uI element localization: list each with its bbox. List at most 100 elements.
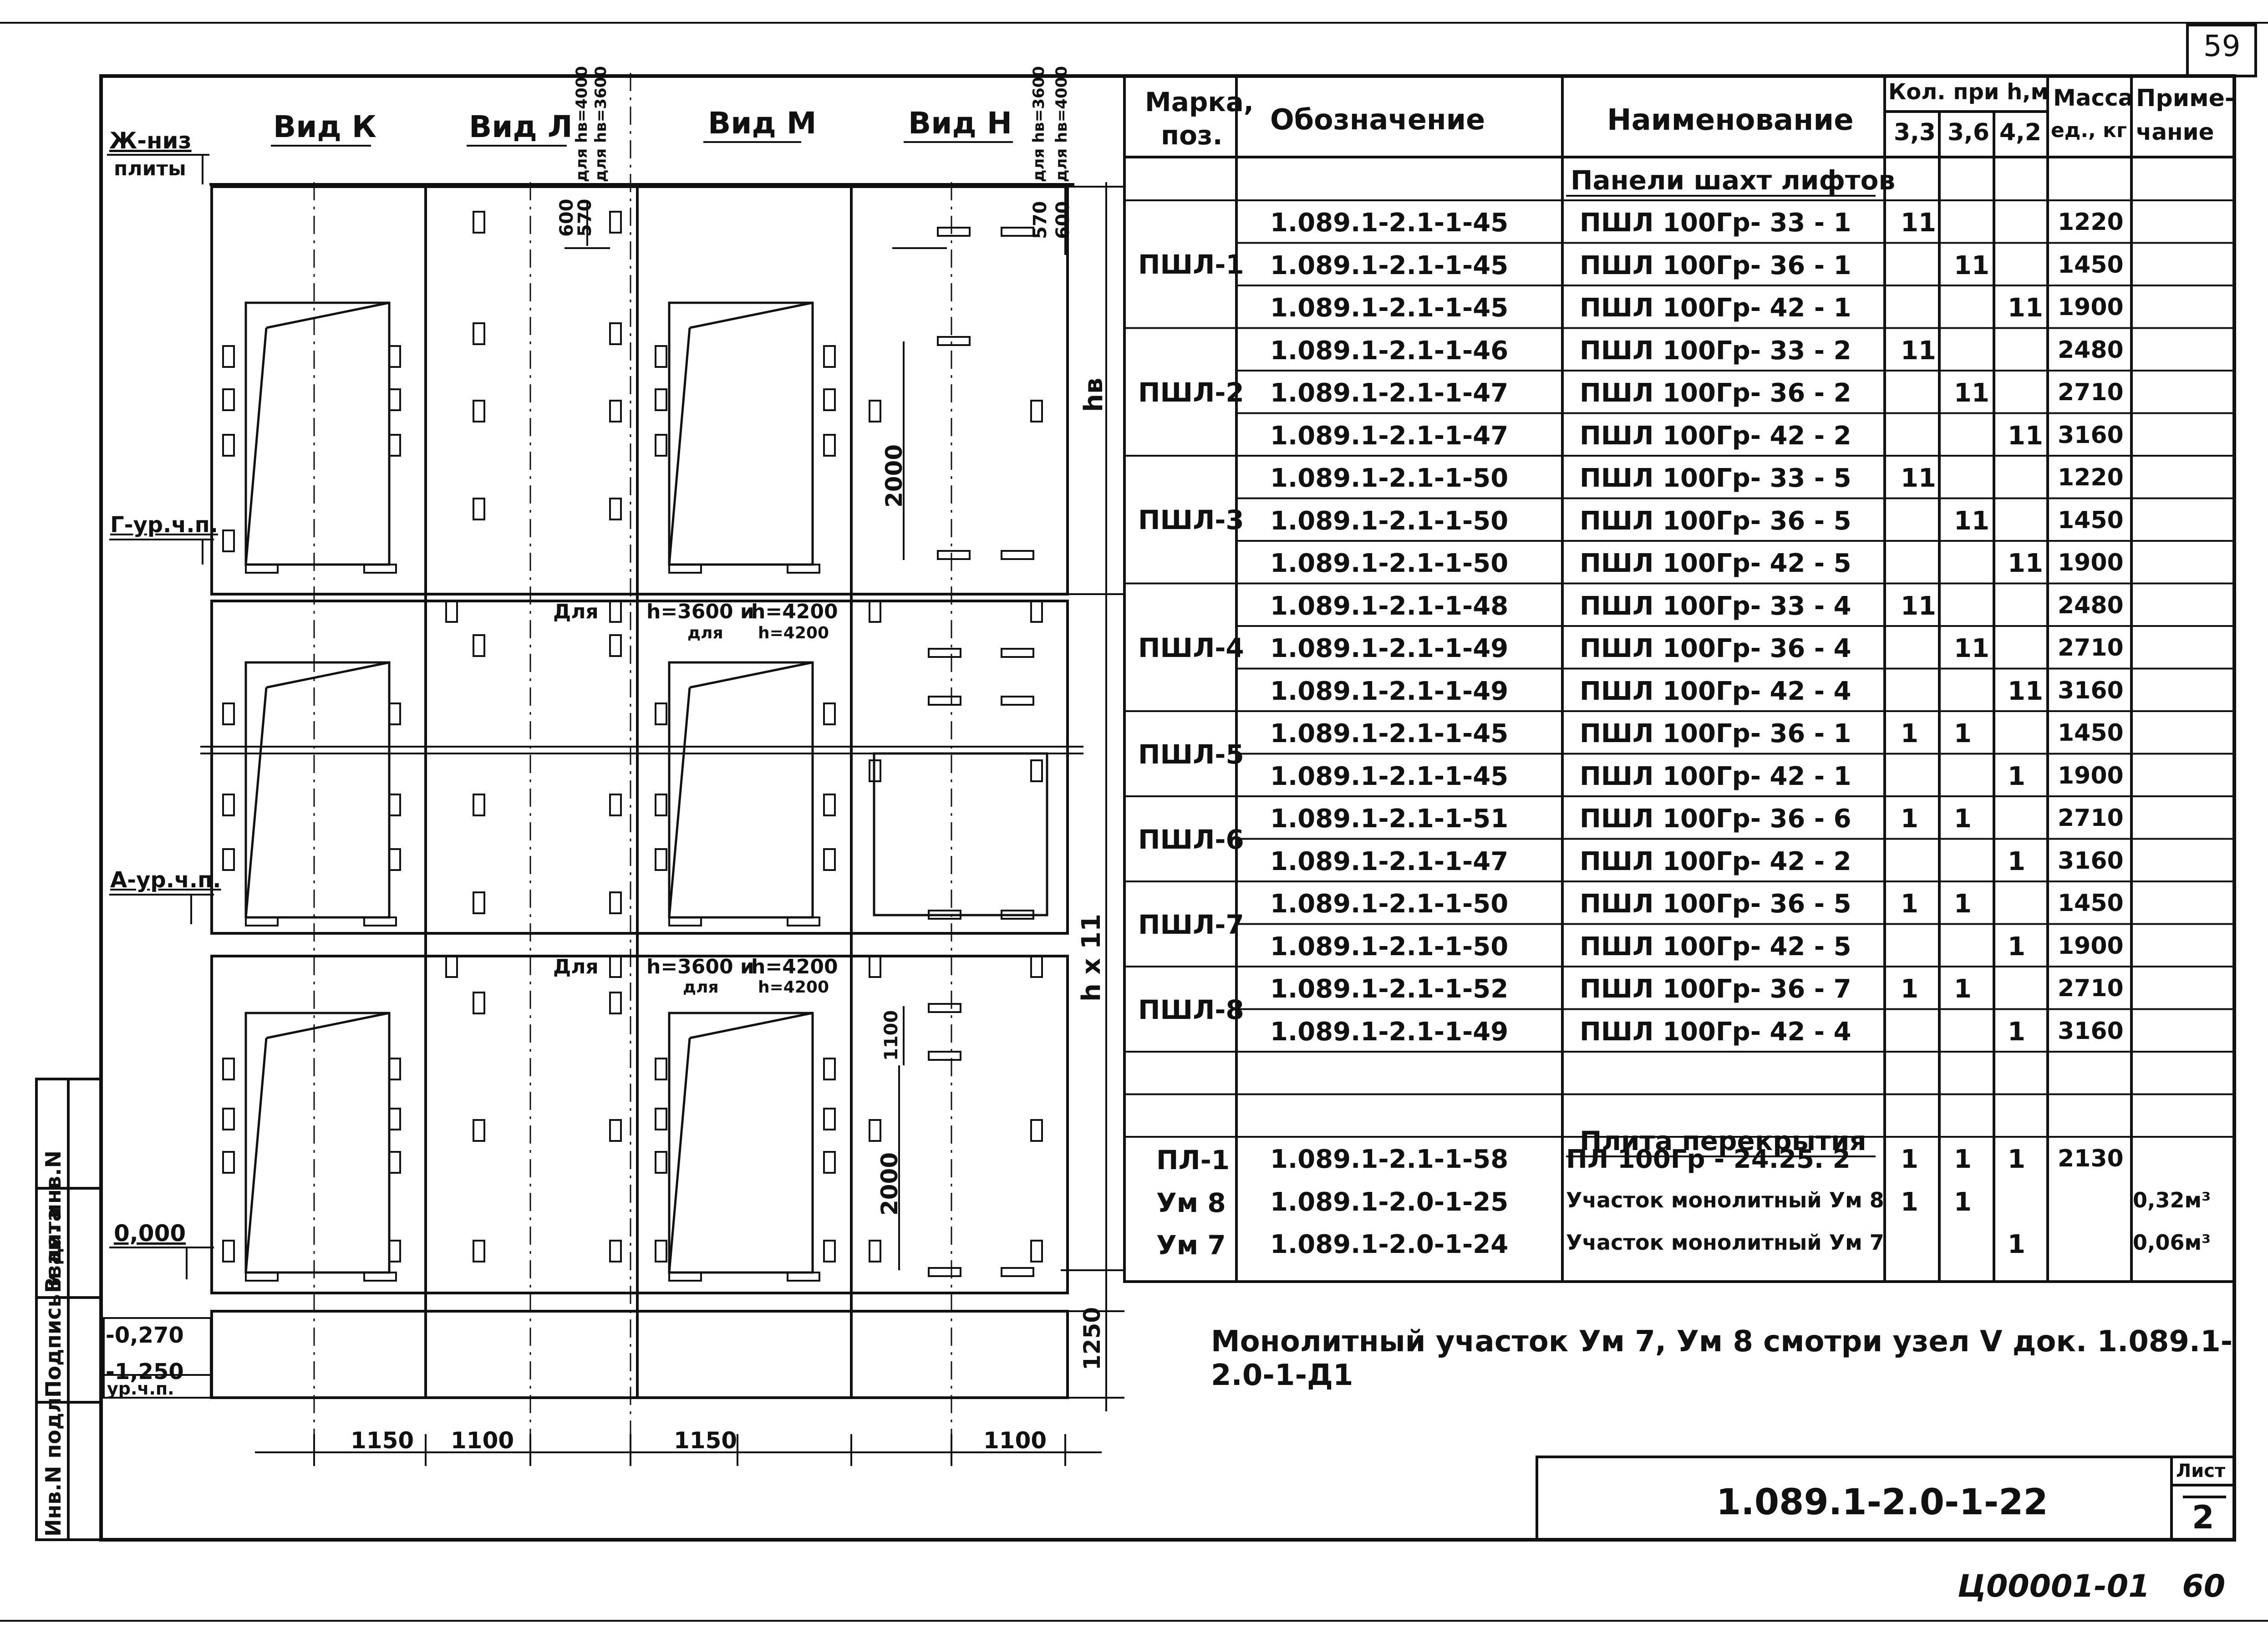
cell-designation: 1.089.1-2.1-1-50 <box>1270 549 1509 578</box>
cell-name: ПШЛ 100Гр- 36 - 4 <box>1580 634 1851 663</box>
cell-mark: ПШЛ-3 <box>1138 504 1244 536</box>
cell-mass: 2480 <box>2058 336 2124 364</box>
cell-name: ПШЛ 100Гр- 42 - 5 <box>1580 931 1851 962</box>
cell-mark: Ум 7 <box>1156 1230 1226 1261</box>
cell-mass: 1220 <box>2058 464 2124 491</box>
note-h3600-1: h=3600 и <box>646 600 754 623</box>
dim-hv3600: для hв=3600 <box>592 66 610 182</box>
cell-mass: 2710 <box>2058 379 2124 406</box>
cell-qty-36: 1 <box>1954 804 1972 834</box>
cell-note: 0,06м³ <box>2133 1230 2211 1255</box>
cell-name: ПШЛ 100Гр- 33 - 1 <box>1580 208 1851 238</box>
th-designation: Обозначение <box>1270 103 1485 136</box>
th-mass: Масса <box>2053 85 2134 111</box>
cell-mark: ПШЛ-1 <box>1138 249 1244 280</box>
cell-designation: 1.089.1-2.1-1-45 <box>1270 719 1509 748</box>
cell-name: ПШЛ 100Гр- 36 - 2 <box>1580 378 1851 408</box>
level-finished-floor: ур.ч.п. <box>107 1379 174 1399</box>
cell-designation: 1.089.1-2.1-1-48 <box>1270 591 1509 621</box>
cell-name: ПШЛ 100Гр- 36 - 1 <box>1580 250 1851 280</box>
cell-mark: ПЛ-1 <box>1156 1145 1230 1176</box>
level-zero: 0,000 <box>114 1220 186 1247</box>
level-a: А-ур.ч.п. <box>110 867 221 893</box>
cell-designation: 1.089.1-2.1-1-50 <box>1270 889 1509 919</box>
cell-qty-33: 11 <box>1901 208 1936 238</box>
cell-qty-36: 11 <box>1954 378 1989 408</box>
cell-name: ПШЛ 100Гр- 36 - 5 <box>1580 889 1851 919</box>
cell-mark: ПШЛ-6 <box>1138 824 1244 855</box>
cell-designation: 1.089.1-2.1-1-49 <box>1270 634 1509 663</box>
cell-name: ПШЛ 100Гр- 36 - 7 <box>1580 974 1851 1004</box>
cell-name: ПШЛ 100Гр- 42 - 2 <box>1580 846 1851 876</box>
cell-qty-36: 11 <box>1954 506 1989 536</box>
cell-name: ПШЛ 100Гр- 36 - 6 <box>1580 804 1851 834</box>
view-title-l: Вид Л <box>469 109 573 144</box>
cell-designation: 1.089.1-2.0-1-25 <box>1270 1187 1509 1217</box>
cell-qty-36: 11 <box>1954 250 1989 280</box>
cell-qty-36: 11 <box>1954 634 1989 663</box>
cell-mass: 1450 <box>2058 890 2124 917</box>
note-h4200-small-1: h=4200 <box>758 624 829 642</box>
cell-mark: ПШЛ-2 <box>1138 377 1244 408</box>
bottom-archive-code: Ц00001-01 60 <box>1958 1568 2226 1604</box>
th-mark: Марка, <box>1145 87 1254 117</box>
cell-mark: ПШЛ-7 <box>1138 909 1244 940</box>
cell-note: 0,32м³ <box>2133 1187 2211 1212</box>
cell-mark: Ум 8 <box>1156 1187 1226 1218</box>
cell-qty-36: 1 <box>1954 1187 1972 1217</box>
note-for-small-2: для <box>683 978 719 997</box>
note-for-small-1: для <box>687 624 723 642</box>
note-for-2: Для <box>553 955 599 978</box>
cell-name: ПШЛ 100Гр- 42 - 4 <box>1580 676 1851 706</box>
th-name: Наименование <box>1607 103 1854 137</box>
cell-mass: 3160 <box>2058 1017 2124 1045</box>
dim-bottom-1150-a: 1150 <box>351 1427 414 1454</box>
dim-hv3600-right: для hв=3600 <box>1030 66 1048 182</box>
cell-designation: 1.089.1-2.1-1-45 <box>1270 250 1509 280</box>
cell-qty-42: 11 <box>2008 421 2043 451</box>
cell-designation: 1.089.1-2.1-1-51 <box>1270 804 1509 834</box>
cell-mass: 2710 <box>2058 804 2124 832</box>
view-title-m: Вид М <box>708 106 817 141</box>
section-lift-panels: Панели шахт лифтов <box>1571 165 1896 196</box>
cell-mass: 2480 <box>2058 591 2124 619</box>
cell-mass: 1900 <box>2058 932 2124 960</box>
note-h4200-1: h=4200 <box>751 600 838 623</box>
cell-name: ПШЛ 100Гр- 33 - 4 <box>1580 591 1851 621</box>
level-slab-bottom-2: плиты <box>114 157 186 180</box>
cell-name: ПЛ 100Гр - 24.25. 2 <box>1566 1145 1851 1174</box>
cell-qty-33: 1 <box>1901 804 1918 834</box>
cell-mass: 1900 <box>2058 762 2124 789</box>
dim-2000-lower: 2000 <box>876 1152 903 1216</box>
th-qty-36: 3,6 <box>1948 119 1990 146</box>
cell-name: Участок монолитный Ум 8 <box>1566 1187 1884 1212</box>
view-title-k: Вид К <box>273 109 376 144</box>
cell-qty-42: 11 <box>2008 676 2043 706</box>
cell-qty-33: 1 <box>1901 1145 1918 1174</box>
level-minus-0270: -0,270 <box>106 1323 184 1348</box>
cell-qty-42: 1 <box>2008 761 2025 791</box>
title-block-code: 1.089.1-2.0-1-22 <box>1716 1482 2048 1523</box>
cell-qty-33: 11 <box>1901 591 1936 621</box>
cell-designation: 1.089.1-2.1-1-46 <box>1270 336 1509 366</box>
cell-designation: 1.089.1-2.1-1-49 <box>1270 1017 1509 1047</box>
cell-mass: 2710 <box>2058 975 2124 1002</box>
dim-1250: 1250 <box>1079 1307 1105 1370</box>
cell-mark: ПШЛ-8 <box>1138 994 1244 1025</box>
cell-name: ПШЛ 100Гр- 36 - 5 <box>1580 506 1851 536</box>
dim-570-left: 570 <box>575 199 595 237</box>
cell-qty-42: 1 <box>2008 1230 2025 1259</box>
cell-mark: ПШЛ-4 <box>1138 632 1244 663</box>
cell-designation: 1.089.1-2.1-1-52 <box>1270 974 1509 1004</box>
level-g: Г-ур.ч.п. <box>110 512 218 538</box>
title-block-sheet-label: Лист <box>2176 1461 2226 1481</box>
cell-qty-42: 11 <box>2008 549 2043 578</box>
cell-name: ПШЛ 100Гр- 33 - 2 <box>1580 336 1851 366</box>
dim-600-right: 600 <box>1053 201 1073 239</box>
cell-qty-33: 11 <box>1901 463 1936 493</box>
note-for-1: Для <box>553 600 599 623</box>
cell-qty-36: 1 <box>1954 1145 1972 1174</box>
cell-name: ПШЛ 100Гр- 36 - 1 <box>1580 719 1851 748</box>
cell-qty-33: 1 <box>1901 974 1918 1004</box>
